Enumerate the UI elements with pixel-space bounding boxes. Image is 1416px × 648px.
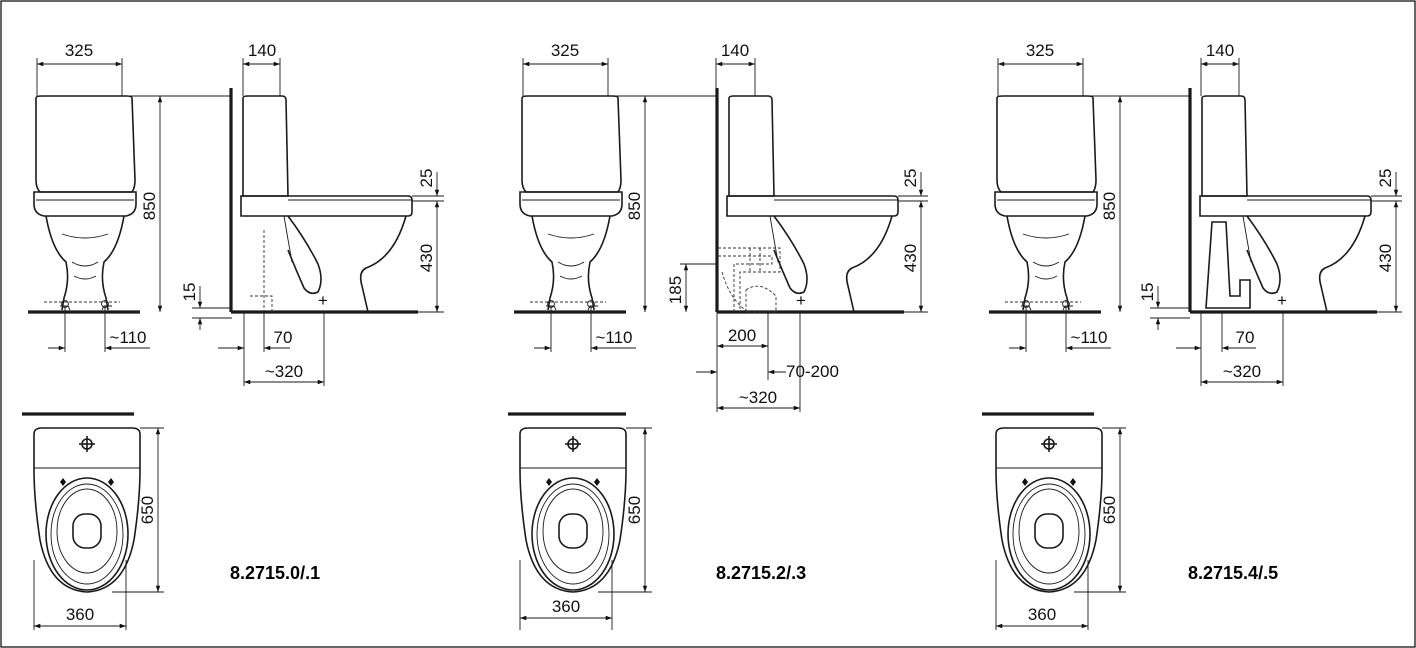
dim-outlet-height: 185 <box>666 276 685 304</box>
dim-front-height: 850 <box>625 192 644 220</box>
dim-bolt-spacing: ~110 <box>595 328 632 347</box>
dim-outlet-range: 70-200 <box>786 362 839 381</box>
model-3-drawing: + 325 140 850 25 430 15 ~110 <box>982 41 1402 630</box>
dim-overall: ~320 <box>739 388 777 407</box>
dim-outlet-length: 200 <box>728 326 756 345</box>
dim-side-depth: 140 <box>248 41 276 60</box>
model-3-top-view <box>995 427 1103 593</box>
dim-overall: ~320 <box>1223 362 1261 381</box>
model-1-drawing: + 325 140 850 25 430 15 ~110 <box>22 41 444 630</box>
model-2-side-view <box>715 86 906 314</box>
dim-top-length: 650 <box>138 496 157 524</box>
dim-overall: ~320 <box>265 362 303 381</box>
model-2-front-view <box>512 94 628 314</box>
dim-front-width: 325 <box>65 41 93 60</box>
model-2-drawing: + 325 140 850 25 430 185 ~110 <box>508 41 928 630</box>
dim-seat-gap: 25 <box>1376 169 1395 188</box>
model-3-side-view <box>1188 86 1379 314</box>
dim-seat-gap: 25 <box>417 169 436 188</box>
dim-seat-height: 430 <box>417 244 436 272</box>
dim-top-length: 650 <box>1100 496 1119 524</box>
dim-top-length: 650 <box>625 496 644 524</box>
dim-floor-offset: 15 <box>1138 283 1157 302</box>
dim-top-width: 360 <box>552 597 580 616</box>
dim-side-depth: 140 <box>1206 41 1234 60</box>
dim-top-width: 360 <box>66 605 94 624</box>
dim-front-width: 325 <box>1026 41 1054 60</box>
model-1-side-view <box>229 86 420 314</box>
dim-floor-offset: 15 <box>180 283 199 302</box>
dim-seat-gap: 25 <box>901 169 920 188</box>
dim-outlet-axis: 70 <box>1236 328 1255 347</box>
model-1-front-view <box>26 94 142 314</box>
dim-front-height: 850 <box>140 192 159 220</box>
dim-bolt-spacing: ~110 <box>109 328 146 347</box>
model-code-label: 8.2715.0/.1 <box>230 563 320 583</box>
dim-outlet-axis: 70 <box>274 328 293 347</box>
svg-text:+: + <box>318 291 328 310</box>
dim-side-depth: 140 <box>721 41 749 60</box>
model-code-label: 8.2715.2/.3 <box>716 563 806 583</box>
dim-top-width: 360 <box>1028 605 1056 624</box>
dim-front-height: 850 <box>1100 192 1119 220</box>
model-1-top-view <box>33 427 141 593</box>
svg-text:+: + <box>796 291 806 310</box>
model-code-label: 8.2715.4/.5 <box>1188 563 1278 583</box>
model-3-front-view <box>987 94 1103 314</box>
dim-front-width: 325 <box>551 41 579 60</box>
dim-bolt-spacing: ~110 <box>1070 328 1107 347</box>
dim-seat-height: 430 <box>1376 244 1395 272</box>
model-2-top-view <box>519 427 627 593</box>
dim-seat-height: 430 <box>901 244 920 272</box>
svg-text:+: + <box>1277 291 1287 310</box>
